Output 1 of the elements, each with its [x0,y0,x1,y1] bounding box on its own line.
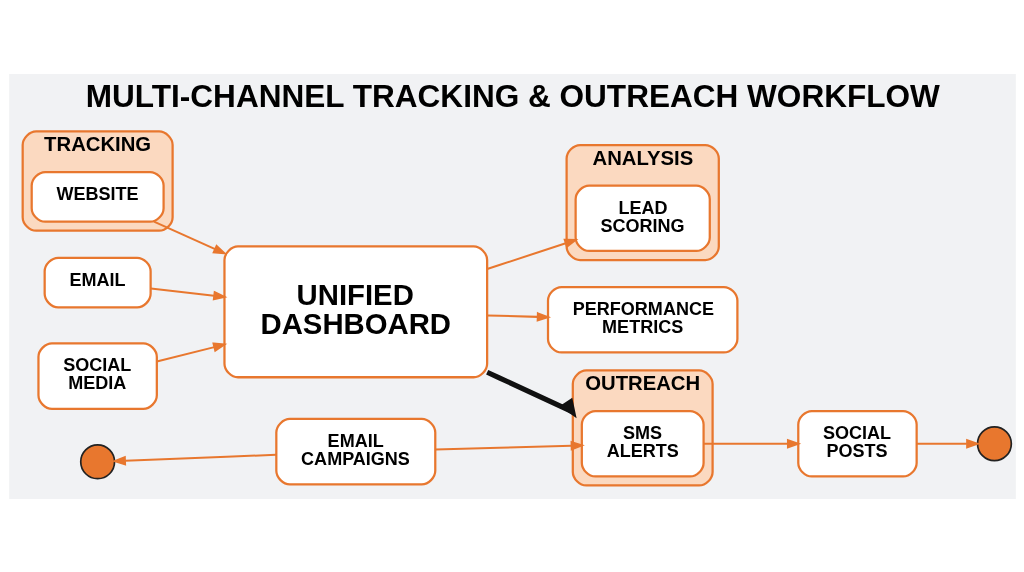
diagram-title: MULTI-CHANNEL TRACKING & OUTREACH WORKFLOW [85,77,940,114]
